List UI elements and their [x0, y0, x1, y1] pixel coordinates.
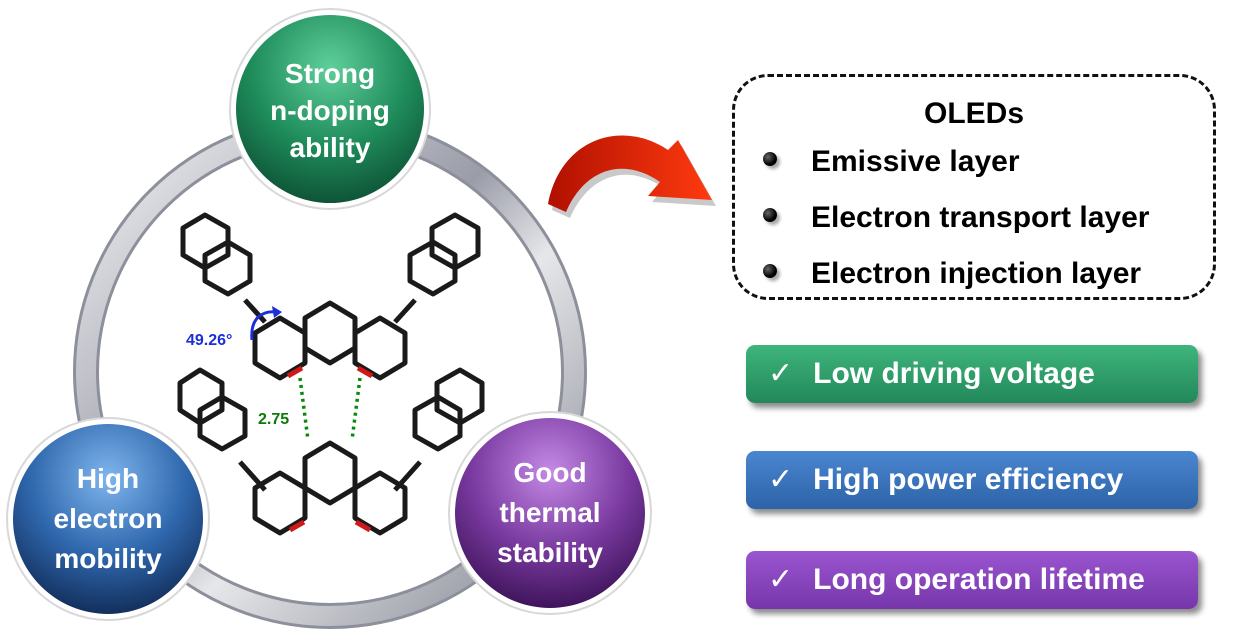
advantage-low-driving-voltage: ✓ Low driving voltage: [746, 345, 1198, 403]
bubble-line: Strong: [285, 58, 375, 89]
property-bubble-n-doping: Strong n-doping ability: [229, 8, 431, 210]
curved-arrow-icon: [548, 135, 716, 218]
bullet-icon: [763, 264, 777, 279]
advantage-label: High power efficiency: [813, 463, 1124, 496]
applications-box: OLEDs Emissive layer Electron transport …: [732, 74, 1216, 300]
application-item: Emissive layer: [763, 145, 1020, 179]
property-bubble-electron-mobility: High electron mobility: [6, 417, 210, 621]
application-item-label: Emissive layer: [811, 145, 1020, 178]
oxygen-atoms: [286, 365, 374, 533]
applications-title: OLEDs: [923, 97, 1025, 130]
molecule-structure: [177, 212, 485, 536]
bubble-line: electron: [54, 503, 163, 534]
property-bubble-thermal-stability: Good thermal stability: [448, 411, 652, 615]
bubble-line: thermal: [499, 497, 600, 528]
bubble-line: stability: [497, 537, 603, 568]
check-icon: ✓: [768, 356, 794, 391]
hydrogen-bonds: [298, 377, 362, 441]
bullet-icon: [763, 208, 777, 223]
application-item: Electron injection layer: [763, 257, 1141, 291]
check-icon: ✓: [768, 562, 794, 597]
application-item: Electron transport layer: [763, 201, 1149, 235]
bubble-line: mobility: [54, 543, 162, 574]
bullet-icon: [763, 152, 777, 167]
torsion-arrowhead: [272, 306, 282, 318]
advantage-label: Long operation lifetime: [813, 563, 1145, 596]
bubble-line: Good: [513, 457, 586, 488]
advantage-label: Low driving voltage: [813, 357, 1095, 390]
advantage-long-operation-lifetime: ✓ Long operation lifetime: [746, 551, 1198, 609]
check-icon: ✓: [768, 462, 794, 497]
angle-label: 49.26°: [186, 332, 232, 349]
advantage-high-power-efficiency: ✓ High power efficiency: [746, 451, 1198, 509]
application-item-label: Electron injection layer: [811, 257, 1142, 290]
bubble-line: n-doping: [270, 95, 390, 126]
distance-label: 2.75: [258, 411, 289, 428]
bubble-line: ability: [290, 132, 371, 163]
application-item-label: Electron transport layer: [811, 201, 1150, 234]
bubble-line: High: [77, 463, 139, 494]
